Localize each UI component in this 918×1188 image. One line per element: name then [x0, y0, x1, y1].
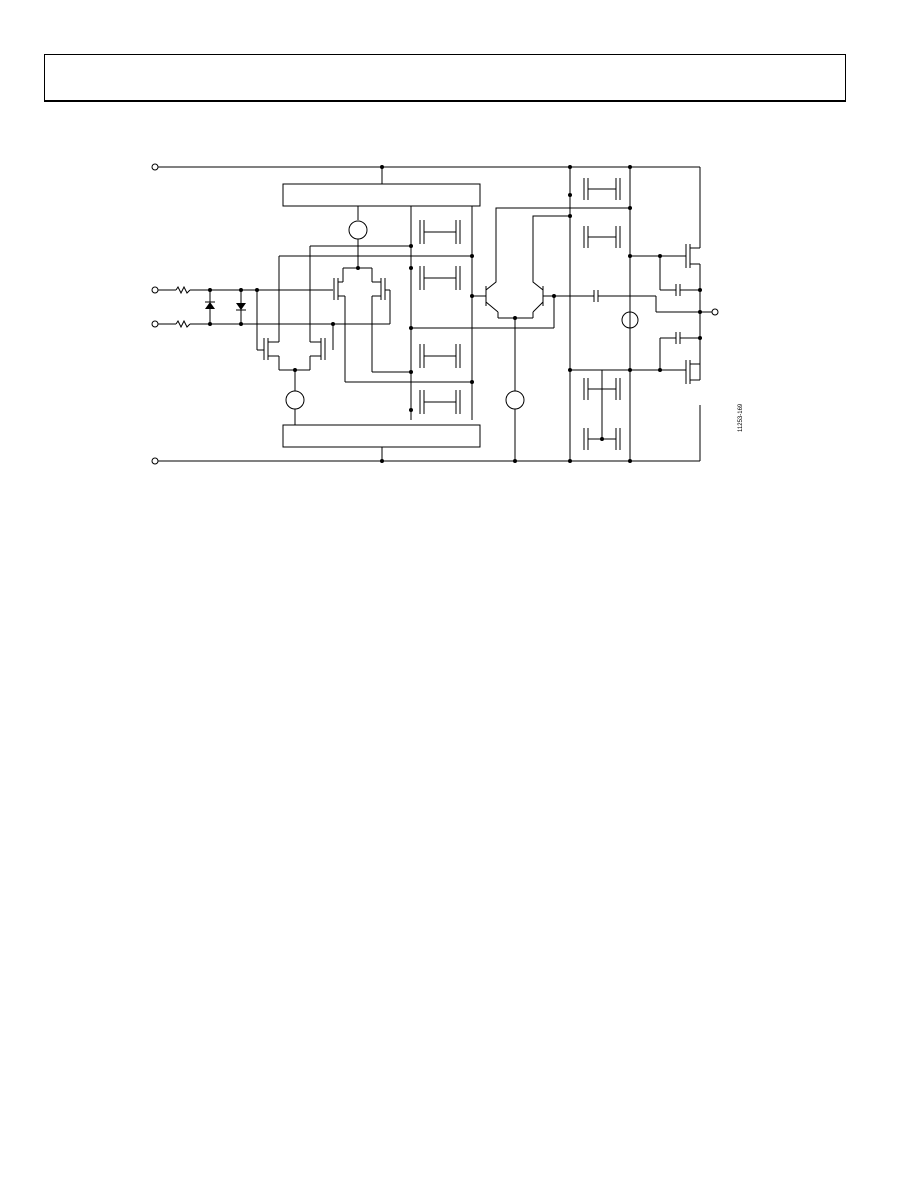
terminal-vminus — [151, 457, 159, 465]
diode-1-triangle — [205, 302, 215, 309]
terminal-input-1 — [151, 286, 159, 294]
terminal-input-2 — [151, 320, 159, 328]
page-header-box — [44, 54, 846, 102]
junction-dots — [208, 165, 702, 463]
terminal-output — [711, 308, 719, 316]
bipolar-tail-source — [505, 390, 525, 410]
top-current-source — [348, 220, 368, 240]
diode-2-triangle — [236, 303, 246, 310]
bottom-bias-block — [282, 424, 481, 448]
input-resistor-2 — [175, 319, 191, 329]
figure-id-label: 11253-169 — [738, 403, 744, 432]
input-resistor-1 — [175, 285, 191, 295]
terminal-vplus — [151, 163, 159, 171]
tail-current-source — [285, 390, 305, 410]
floating-voltage-source — [621, 311, 639, 329]
top-bias-block — [282, 183, 481, 207]
